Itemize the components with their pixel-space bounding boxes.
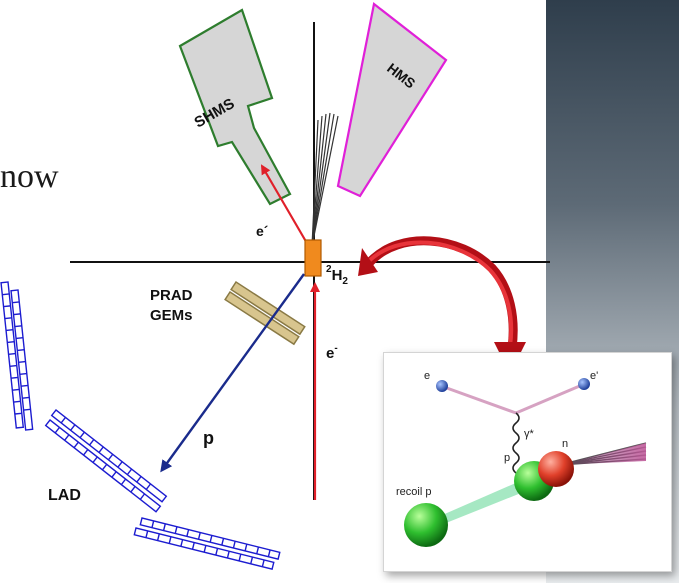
recoil-proton-ball xyxy=(404,503,448,547)
electron-out-ball xyxy=(578,378,590,390)
scattered-electron-arrow xyxy=(260,164,309,246)
electron-in-ball xyxy=(436,380,448,392)
jet-cone xyxy=(559,443,646,465)
recoil-track xyxy=(424,475,536,531)
outgoing-electron-line xyxy=(515,383,583,415)
track-fan xyxy=(311,112,339,247)
hms-spectrometer xyxy=(336,2,448,198)
reaction-inset: e e' γ* p n recoil p xyxy=(383,352,672,572)
proton-track-arrow xyxy=(160,273,305,473)
lad-detector xyxy=(0,281,281,570)
lad-label: LAD xyxy=(48,487,81,504)
prad-label-line2: GEMs xyxy=(150,307,193,324)
neutron-ball xyxy=(538,451,574,487)
prad-gems xyxy=(224,280,306,346)
incoming-electron-line xyxy=(443,385,517,415)
virtual-photon xyxy=(512,412,520,474)
inset-gamma-label: γ* xyxy=(524,428,535,440)
target-label: 2H2 xyxy=(326,264,348,287)
curved-arrow xyxy=(365,236,518,353)
e-prime-label: e´ xyxy=(256,223,269,239)
inset-n-label: n xyxy=(562,438,568,450)
e-minus-label: e- xyxy=(326,343,338,362)
inset-eprime-label: e' xyxy=(590,370,598,382)
prad-label-line1: PRAD xyxy=(150,287,193,304)
curved-arrow-tail xyxy=(358,248,378,276)
proton-label: p xyxy=(203,428,214,448)
curved-arrow-highlight xyxy=(366,240,514,348)
overlay-text: now xyxy=(0,158,59,195)
deuterium-target xyxy=(304,239,322,277)
inset-e-label: e xyxy=(424,370,430,382)
reaction-inset-graphic: e e' γ* p n recoil p xyxy=(396,370,647,547)
inset-recoil-label: recoil p xyxy=(396,486,431,498)
shms-spectrometer xyxy=(178,8,292,206)
inset-p-label: p xyxy=(504,452,510,464)
